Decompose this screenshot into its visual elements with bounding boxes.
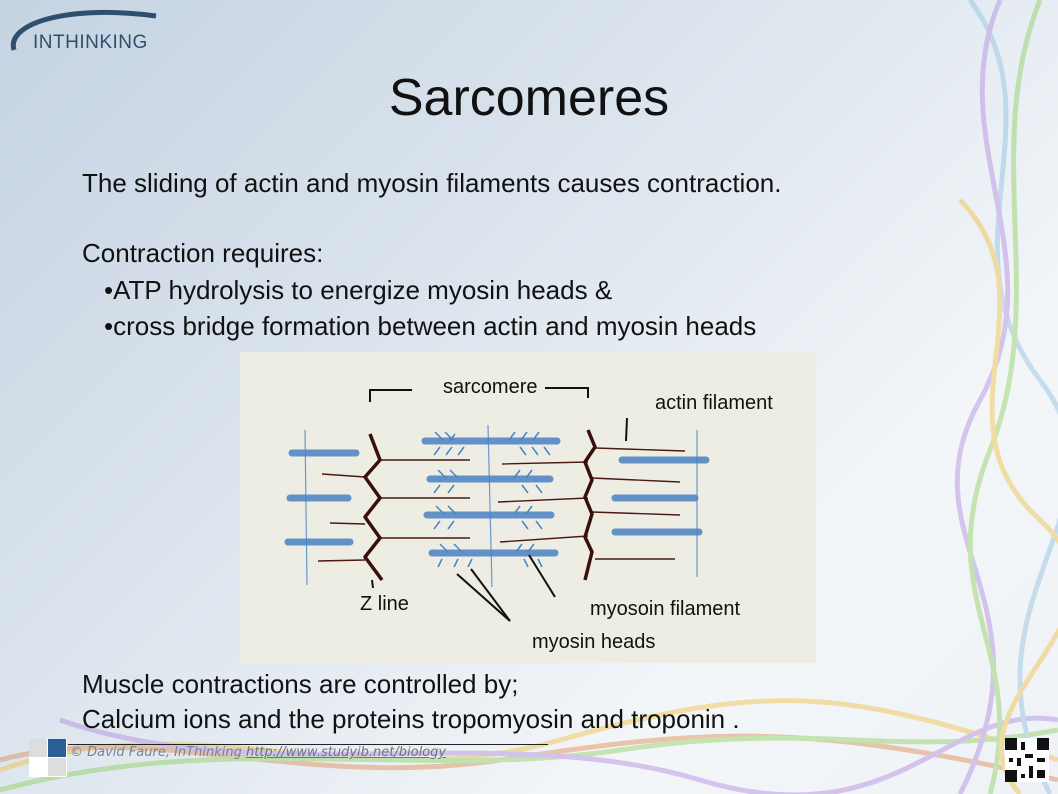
footer-divider xyxy=(68,744,548,745)
body-text-controlled: Muscle contractions are controlled by; xyxy=(82,669,519,699)
footer-copyright: © David Faure, InThinking xyxy=(70,745,242,760)
bullet-cross-bridge: •cross bridge formation between actin an… xyxy=(104,311,757,341)
inthinking-logo-swoosh xyxy=(10,9,157,51)
body-text-sliding: The sliding of actin and myosin filament… xyxy=(82,168,782,198)
label-z-line: Z line xyxy=(360,593,409,615)
body-text-calcium: Calcium ions and the proteins tropomyosi… xyxy=(82,704,740,734)
bullet-atp: •ATP hydrolysis to energize myosin heads… xyxy=(104,275,613,305)
inthinking-logo: INTHINKING xyxy=(33,32,148,53)
label-myosin-heads: myosin heads xyxy=(532,631,655,653)
actin-filaments xyxy=(317,447,686,562)
slide-title: Sarcomeres xyxy=(388,69,670,127)
footer-link[interactable]: http://www.studyib.net/biology xyxy=(245,745,447,760)
z-lines xyxy=(363,429,597,582)
footer: © David Faure, InThinking http://www.stu… xyxy=(70,745,446,760)
myosin-filaments xyxy=(284,437,710,557)
sarcomere-diagram: sarcomere actin filament Z line myosoin … xyxy=(240,352,816,663)
label-actin-filament: actin filament xyxy=(655,392,773,414)
footer-squares-icon xyxy=(29,739,67,777)
label-myosin-filament: myosoin filament xyxy=(590,598,741,620)
body-text-requires: Contraction requires: xyxy=(82,238,324,268)
label-pointers xyxy=(369,387,628,622)
myosin-heads-marks xyxy=(433,431,551,568)
qr-code-icon xyxy=(1005,738,1049,782)
label-sarcomere: sarcomere xyxy=(443,376,537,398)
